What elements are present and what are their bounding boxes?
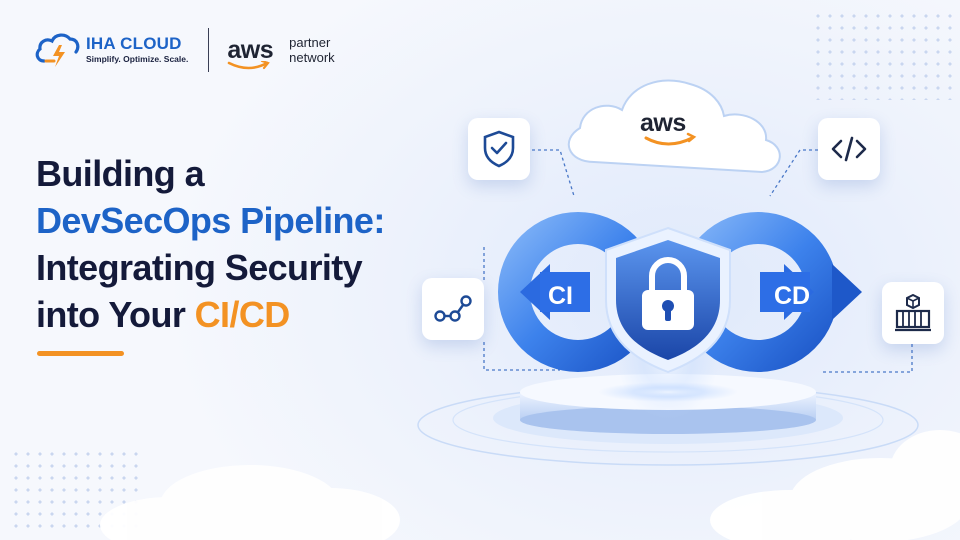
- partner-line-1: partner: [289, 35, 331, 50]
- headline: Building a DevSecOps Pipeline: Integrati…: [36, 150, 385, 338]
- code-icon: [831, 136, 867, 162]
- headline-line-2: DevSecOps Pipeline:: [36, 200, 385, 241]
- cloud-lightning-icon: [35, 33, 80, 67]
- aws-wordmark: aws: [227, 36, 274, 64]
- connector-lines: [483, 149, 913, 373]
- security-card: [468, 118, 530, 180]
- partner-line-2: network: [289, 50, 335, 65]
- aws-partner-logo: aws partner network: [227, 35, 335, 70]
- logo-row: IHA CLOUD Simplify. Optimize. Scale. aws…: [34, 28, 335, 72]
- headline-highlight: CI/CD: [194, 294, 291, 335]
- headline-line-4-prefix: into Your: [36, 294, 195, 335]
- headline-line-1: Building a: [36, 153, 205, 194]
- bottom-clouds: [100, 430, 960, 540]
- aws-smile-icon: [228, 61, 271, 70]
- aws-cloud: [567, 79, 781, 174]
- shield-check-icon: [483, 130, 515, 168]
- headline-line-4: into Your CI/CD: [36, 291, 385, 338]
- brand-name: IHA CLOUD: [86, 34, 182, 53]
- headline-underline: [37, 351, 124, 356]
- padlock-shield: [605, 226, 731, 374]
- container-card: [882, 282, 944, 344]
- headline-line-3: Integrating Security: [36, 247, 363, 288]
- logo-divider: [208, 28, 210, 72]
- container-icon: [895, 294, 931, 332]
- code-card: [818, 118, 880, 180]
- dot-pattern-top-right: [812, 10, 952, 100]
- brand-tagline: Simplify. Optimize. Scale.: [86, 54, 189, 64]
- workflow-card: [422, 278, 484, 340]
- cd-label: CD: [774, 282, 811, 310]
- workflow-icon: [434, 295, 472, 322]
- ci-label: CI: [548, 282, 573, 310]
- cloud-aws-label: aws: [640, 109, 686, 137]
